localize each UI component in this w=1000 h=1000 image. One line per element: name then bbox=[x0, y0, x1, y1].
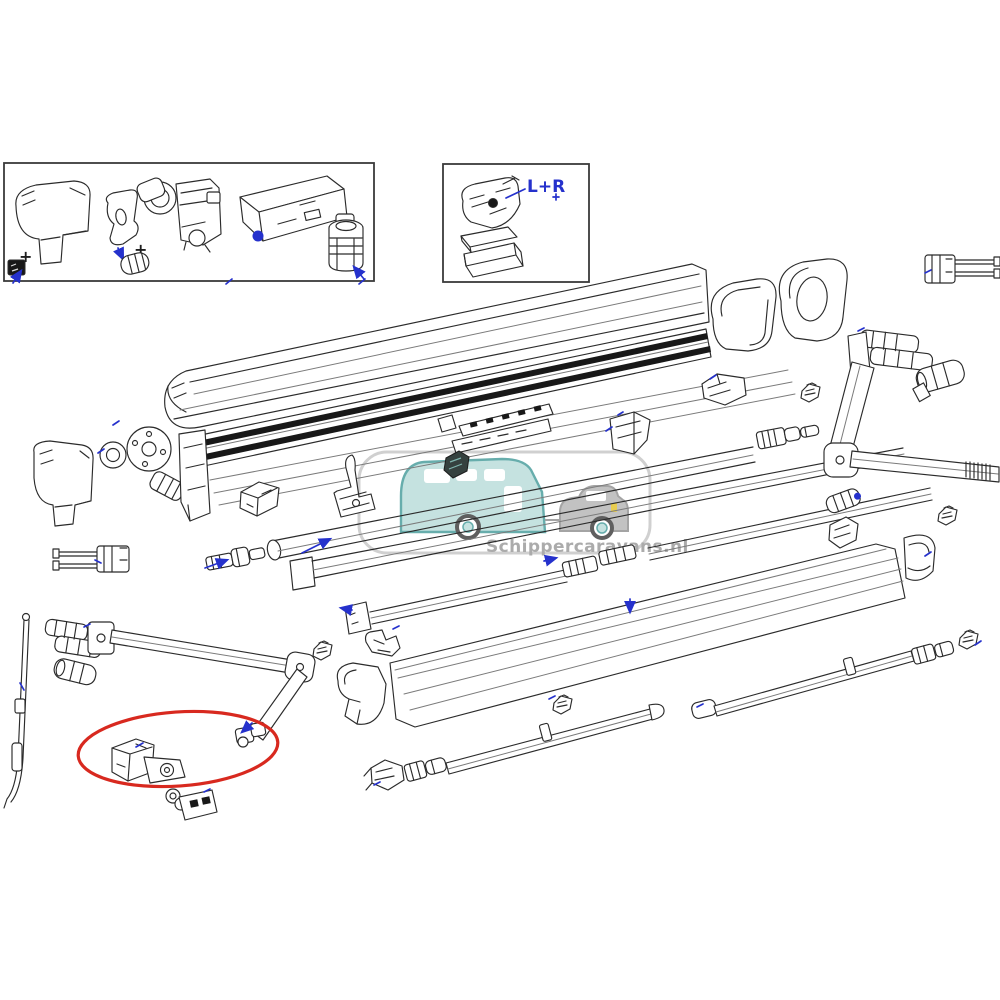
blue-tick-marker bbox=[135, 742, 144, 748]
highlight-ellipse bbox=[76, 709, 280, 789]
blue-arrow bbox=[352, 265, 366, 280]
blue-tick-marker bbox=[373, 781, 381, 786]
rail-joiner-part bbox=[561, 544, 637, 578]
control-box-part bbox=[239, 175, 348, 242]
riveted-strip-part bbox=[437, 403, 554, 454]
blue-tick-marker bbox=[358, 278, 366, 285]
mounting-clip bbox=[937, 505, 958, 526]
inset-box-left-frame bbox=[3, 162, 375, 282]
curved-bracket-part bbox=[105, 189, 139, 246]
corner-cover-part bbox=[336, 662, 387, 725]
mounting-clip bbox=[958, 629, 982, 650]
gear-adapter-cylinder-part bbox=[328, 213, 364, 272]
bottom-case-profile bbox=[336, 534, 936, 728]
blue-tick-marker bbox=[605, 411, 624, 432]
hinge-bracket-part bbox=[165, 788, 218, 821]
end-cap-cover-left bbox=[710, 278, 777, 352]
blue-tick-marker bbox=[97, 420, 120, 454]
profile-bracket-part bbox=[605, 411, 651, 455]
mounting-profile bbox=[289, 447, 906, 591]
blue-tick-marker bbox=[225, 278, 233, 285]
blue-tick-marker bbox=[392, 625, 400, 630]
mounting-clip bbox=[548, 694, 573, 715]
watermark-text: Schippercaravans.nl bbox=[486, 537, 689, 557]
blue-arrow bbox=[543, 554, 559, 567]
blue-tick-marker bbox=[19, 682, 25, 691]
pronged-connector-part bbox=[52, 545, 130, 573]
hook-clamp-part bbox=[333, 454, 376, 518]
end-cap-cover-right bbox=[778, 258, 848, 342]
left-folding-arm bbox=[44, 618, 316, 748]
right-support-arm bbox=[823, 327, 1000, 549]
blue-tick-marker bbox=[548, 695, 556, 700]
blue-tick-marker bbox=[709, 374, 717, 380]
inset-box-center-frame bbox=[442, 163, 590, 283]
foot-clamp-part bbox=[828, 516, 859, 549]
arm-foot-part bbox=[234, 721, 267, 748]
blue-arrow bbox=[338, 604, 353, 616]
blue-arrow bbox=[9, 268, 23, 284]
motor-gearbox-part bbox=[136, 177, 222, 253]
blue-tick-marker bbox=[857, 327, 865, 332]
mounting-clip bbox=[800, 382, 821, 403]
telescopic-leg-right bbox=[691, 629, 982, 719]
clamp-bracket-part bbox=[701, 373, 747, 406]
watermark: Schippercaravans.nl bbox=[357, 450, 689, 557]
label-pointer-line bbox=[505, 188, 526, 199]
inset-box-left: + + bbox=[3, 162, 375, 284]
arm-knuckle-cylinder-part bbox=[912, 359, 965, 403]
lens-block-part bbox=[463, 242, 524, 278]
ribbed-cylinder-part bbox=[825, 488, 861, 514]
blue-dot-marker bbox=[853, 492, 861, 500]
inset-box-center: L+R bbox=[442, 163, 590, 283]
led-bracket-part bbox=[461, 175, 521, 229]
arm-cylinder-part bbox=[53, 658, 97, 686]
blue-tick-marker bbox=[94, 559, 102, 564]
small-roller-part bbox=[120, 252, 150, 275]
telescopic-leg-left bbox=[363, 703, 665, 791]
blue-tick-marker bbox=[552, 193, 560, 201]
blue-dot-marker bbox=[252, 230, 264, 242]
pronged-connector-part bbox=[924, 254, 1000, 284]
lead-rail bbox=[338, 487, 933, 635]
hook-bracket-part bbox=[364, 625, 401, 657]
roller-end-connector-part bbox=[205, 546, 266, 571]
blue-tick-marker bbox=[203, 788, 211, 793]
blue-arrow bbox=[301, 537, 333, 554]
awning-case-lid bbox=[164, 263, 710, 429]
end-cap-part bbox=[15, 180, 91, 265]
blue-arrow bbox=[113, 246, 125, 262]
mounting-clip bbox=[312, 640, 333, 661]
left-right-label: L+R bbox=[527, 177, 565, 197]
plus-sign: + bbox=[19, 247, 32, 266]
profile-end-cover-part bbox=[903, 534, 936, 581]
lens-plate-part bbox=[460, 226, 518, 253]
fabric-roll bbox=[195, 328, 712, 467]
roller-tube bbox=[266, 424, 820, 561]
tube-end-coupler-part bbox=[755, 424, 820, 450]
dark-clamp-part bbox=[443, 450, 470, 479]
motor-gear-cluster bbox=[33, 420, 211, 527]
blue-tick-marker bbox=[924, 551, 932, 557]
blue-arrow bbox=[240, 720, 255, 734]
blue-tick-marker bbox=[696, 703, 704, 708]
crank-pole bbox=[3, 612, 31, 809]
circled-bracket-part bbox=[111, 738, 186, 784]
blue-tick-marker bbox=[83, 623, 91, 628]
blue-arrow bbox=[204, 558, 230, 570]
blue-tick-marker bbox=[974, 640, 982, 646]
blue-tick-marker bbox=[924, 269, 932, 274]
